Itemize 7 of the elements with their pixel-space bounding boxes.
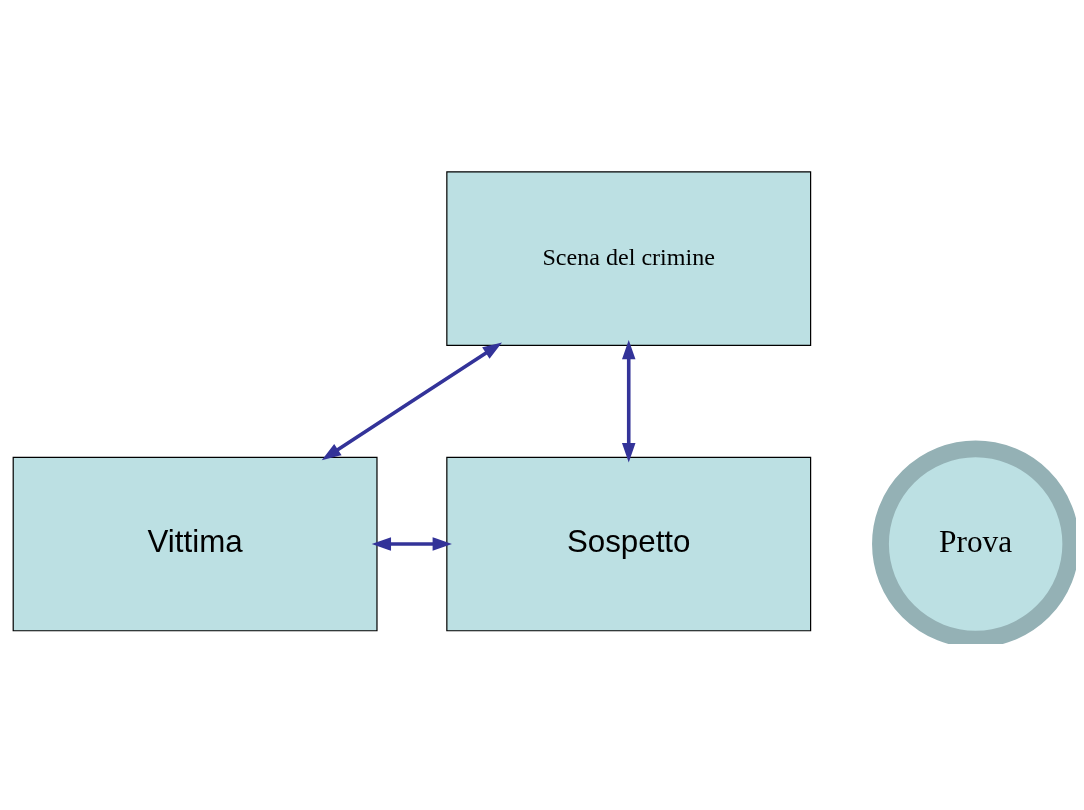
arrow bbox=[621, 339, 636, 462]
node-circle: Prova bbox=[872, 439, 1076, 644]
arrow bbox=[371, 536, 452, 551]
arrow bbox=[321, 341, 502, 460]
node-box: Sospetto bbox=[446, 456, 812, 631]
node-box: Scena del crimine bbox=[446, 170, 812, 346]
node-box: Vittima bbox=[12, 456, 378, 631]
